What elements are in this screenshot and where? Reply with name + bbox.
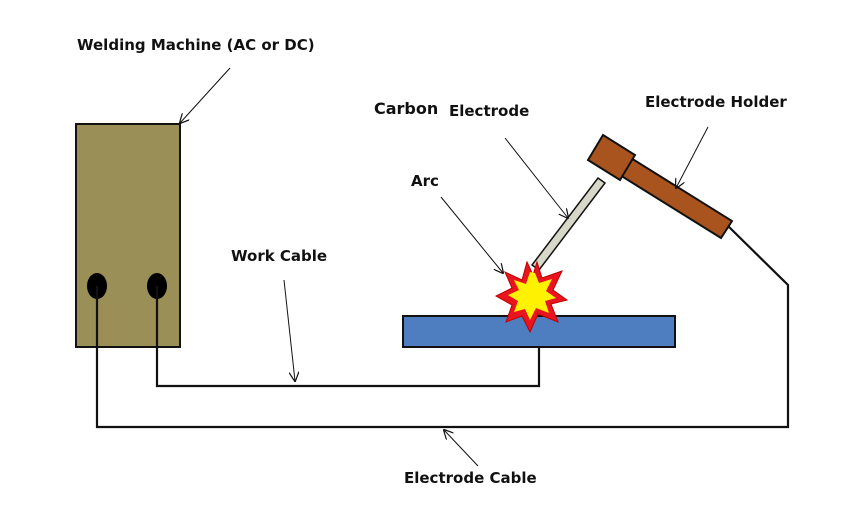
label-work-cable: Work Cable	[231, 247, 328, 265]
label-welding-machine: Welding Machine (AC or DC)	[77, 36, 315, 54]
workpiece-plate	[402, 315, 676, 348]
arrow-electrode-cable	[444, 430, 479, 467]
arrow-welding-machine	[180, 67, 231, 123]
arrow-arc	[440, 196, 503, 273]
arrow-carbon-electrode	[504, 137, 568, 218]
label-electrode-holder: Electrode Holder	[645, 93, 787, 111]
arc-spark-inner	[508, 272, 556, 320]
label-carbon-electrode-word2: Electrode	[449, 102, 530, 120]
electrode-holder-handle	[613, 153, 734, 240]
carbon-electrode	[530, 176, 607, 272]
label-arc: Arc	[411, 172, 439, 190]
label-electrode-cable: Electrode Cable	[404, 469, 537, 487]
work-cable	[155, 286, 541, 388]
arrow-work-cable	[283, 279, 295, 381]
electrode-cable	[95, 224, 790, 429]
label-carbon-electrode-word1: Carbon	[374, 99, 439, 118]
electrode-holder-head	[586, 133, 637, 182]
welding-machine-box	[75, 123, 181, 348]
arrow-electrode-holder	[676, 126, 709, 188]
